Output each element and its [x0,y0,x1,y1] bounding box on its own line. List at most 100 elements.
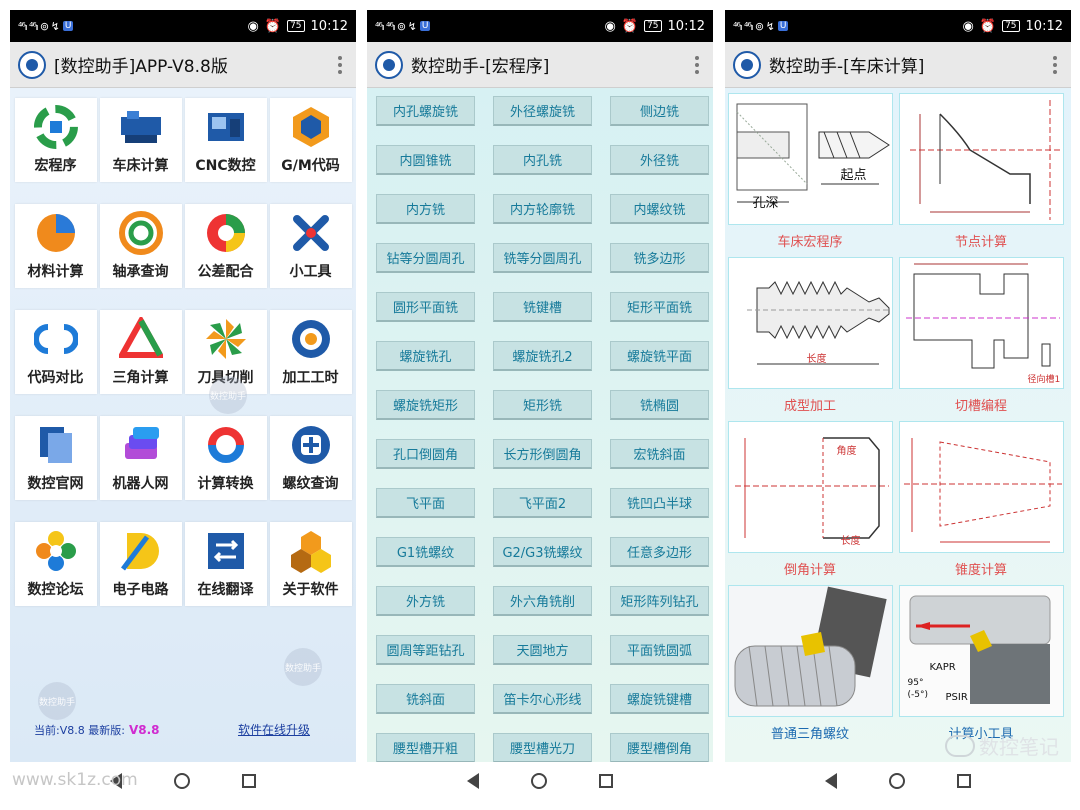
macro-button[interactable]: G1铣螺纹 [376,537,475,567]
macro-button[interactable]: 飞平面 [376,488,475,518]
macro-button[interactable]: 圆形平面铣 [376,292,475,322]
menu-tile[interactable]: 计算转换 [184,416,267,500]
menu-tile[interactable]: 电子电路 [99,522,182,606]
macro-button[interactable]: 外六角铣削 [493,586,592,616]
psir-label: PSIR [945,692,968,703]
macro-button[interactable]: 平面铣圆弧 [610,635,709,665]
app-logo-icon [18,50,46,79]
macro-button[interactable]: 外方铣 [376,586,475,616]
macro-button[interactable]: 螺旋铣孔 [376,341,475,371]
menu-tile[interactable]: 小工具 [269,204,352,288]
app-bar: 数控助手-[宏程序] [367,42,713,88]
recents-icon[interactable] [599,774,613,788]
macro-button[interactable]: 螺旋铣矩形 [376,390,475,420]
menu-tile[interactable]: 加工工时 [269,310,352,394]
back-icon[interactable] [825,773,837,789]
macro-button[interactable]: 螺旋铣平面 [610,341,709,371]
menu-tile[interactable]: 轴承查询 [99,204,182,288]
menu-tile[interactable]: 三角计算 [99,310,182,394]
macro-button[interactable]: 内方轮廓铣 [493,194,592,224]
card-grooving[interactable]: 径向槽1 切槽编程 [897,257,1065,421]
menu-tile[interactable]: 代码对比 [14,310,97,394]
back-icon[interactable] [110,773,122,789]
home-icon[interactable] [531,773,547,789]
macro-button[interactable]: 侧边铣 [610,96,709,126]
macro-button[interactable]: 螺旋铣孔2 [493,341,592,371]
macro-button[interactable]: 内孔铣 [493,145,592,175]
macro-button[interactable]: 内孔螺旋铣 [376,96,475,126]
macro-button[interactable]: 圆周等距钻孔 [376,635,475,665]
macro-button[interactable]: 内螺纹铣 [610,194,709,224]
macro-button[interactable]: 腰型槽倒角 [610,733,709,762]
macro-button[interactable]: 外径螺旋铣 [493,96,592,126]
overflow-menu-icon[interactable] [689,52,705,78]
macro-button[interactable]: 笛卡尔心形线 [493,684,592,714]
overflow-menu-icon[interactable] [1047,52,1063,78]
menu-tile-label: 公差配合 [197,264,254,280]
upgrade-link[interactable]: 软件在线升级 [237,723,310,737]
menu-tile[interactable]: 在线翻译 [184,522,267,606]
macro-button[interactable]: 宏铣斜面 [610,439,709,469]
menu-tile-label: 材料计算 [27,264,84,280]
macro-icon [33,105,78,149]
official-site-icon [34,423,78,467]
menu-tile-label: 车床计算 [112,158,169,174]
overflow-menu-icon[interactable] [332,52,348,78]
menu-tile[interactable]: 材料计算 [14,204,97,288]
macro-button[interactable]: 飞平面2 [493,488,592,518]
macro-button[interactable]: 铣椭圆 [610,390,709,420]
macro-button[interactable]: 螺旋铣键槽 [610,684,709,714]
macro-button[interactable]: 铣多边形 [610,243,709,273]
macro-button[interactable]: 矩形阵列钻孔 [610,586,709,616]
macro-button[interactable]: 任意多边形 [610,537,709,567]
home-icon[interactable] [174,773,190,789]
macro-button[interactable]: 铣凹凸半球 [610,488,709,518]
macro-button[interactable]: 孔口倒圆角 [376,439,475,469]
menu-tile[interactable]: 宏程序 [14,98,97,182]
card-thread[interactable]: 普通三角螺纹 [726,585,894,749]
menu-tile[interactable]: 机器人网 [99,416,182,500]
macro-button[interactable]: 铣斜面 [376,684,475,714]
menu-tile[interactable]: 螺纹查询 [269,416,352,500]
alarm-icon: ⏰ [979,18,997,34]
menu-tile[interactable]: 公差配合 [184,204,267,288]
macro-button[interactable]: G2/G3铣螺纹 [493,537,592,567]
macro-button[interactable]: 腰型槽光刀 [493,733,592,762]
macro-button[interactable]: 铣等分圆周孔 [493,243,592,273]
macro-button[interactable]: 钻等分圆周孔 [376,243,475,273]
menu-tile[interactable]: G/M代码 [269,98,352,182]
menu-tile[interactable]: 刀具切削 [184,310,267,394]
card-calc-tools[interactable]: KAPR 95° (-5°) PSIR 计算小工具 [897,585,1065,749]
home-icon[interactable] [889,773,905,789]
macro-button[interactable]: 长方形倒圆角 [493,439,592,469]
card-lathe-macro[interactable]: 孔深 起点 车床宏程序 [726,93,894,257]
macro-button[interactable]: 外径铣 [610,145,709,175]
macro-button[interactable]: 腰型槽开粗 [376,733,475,762]
card-node-calc[interactable]: 节点计算 [897,93,1065,257]
thread-icon [289,423,333,467]
menu-tile[interactable]: CNC数控 [184,98,267,182]
card-forming[interactable]: 长度 成型加工 [726,257,894,421]
menu-tile[interactable]: 车床计算 [99,98,182,182]
translate-icon [204,529,248,573]
version-info: 当前:V8.8 最新版:V8.8 [34,722,160,738]
macro-button[interactable]: 内方铣 [376,194,475,224]
recents-icon[interactable] [957,774,971,788]
tolerance-icon [204,211,248,255]
macro-button[interactable]: 铣键槽 [493,292,592,322]
card-chamfer[interactable]: 角度 长度 倒角计算 [726,421,894,585]
card-label: 普通三角螺纹 [770,727,849,742]
latest-version: V8.8 [128,723,160,737]
back-icon[interactable] [467,773,479,789]
menu-tile[interactable]: 数控官网 [14,416,97,500]
macro-button[interactable]: 内圆锥铣 [376,145,475,175]
menu-tile[interactable]: 关于软件 [269,522,352,606]
card-taper[interactable]: 锥度计算 [897,421,1065,585]
macro-button[interactable]: 天圆地方 [493,635,592,665]
recents-icon[interactable] [242,774,256,788]
macro-button[interactable]: 矩形铣 [493,390,592,420]
menu-tile[interactable]: 数控论坛 [14,522,97,606]
menu-tile-label: 三角计算 [112,370,169,386]
macro-button[interactable]: 矩形平面铣 [610,292,709,322]
